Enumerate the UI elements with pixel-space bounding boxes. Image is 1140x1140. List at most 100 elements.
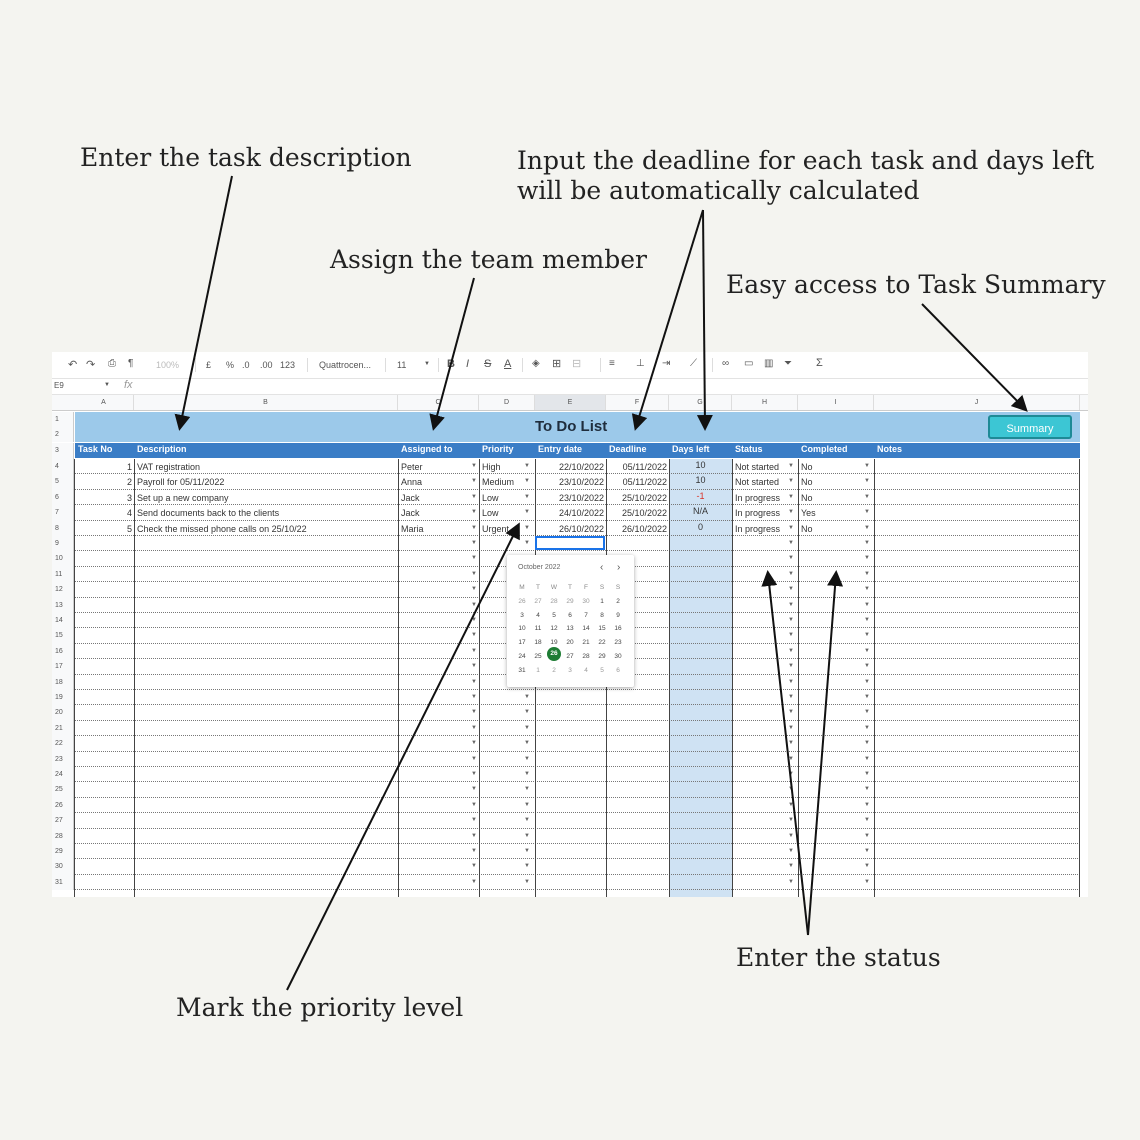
fill-color-icon[interactable]: ◈ — [532, 358, 540, 369]
cell-assigned-to[interactable]: Jack — [401, 492, 420, 503]
row-header[interactable]: 21 — [52, 720, 74, 737]
calendar-day[interactable]: 15 — [598, 625, 606, 633]
column-header-J[interactable]: J — [874, 395, 1080, 410]
calendar-day[interactable]: 3 — [520, 611, 524, 619]
calendar-day[interactable]: 3 — [568, 666, 572, 674]
dropdown-arrow-icon[interactable]: ▼ — [864, 493, 870, 500]
dropdown-arrow-icon[interactable]: ▼ — [471, 663, 477, 670]
cell-priority[interactable]: Low — [482, 508, 499, 519]
calendar-day[interactable]: 4 — [536, 611, 540, 619]
font-select[interactable]: Quattrocen... — [319, 360, 372, 370]
strikethrough-icon[interactable]: S — [484, 358, 492, 370]
decrease-decimal-button[interactable]: .0 — [242, 360, 250, 370]
row-header[interactable]: 18 — [52, 674, 74, 690]
dropdown-arrow-icon[interactable]: ▼ — [864, 786, 870, 793]
filter-icon[interactable]: ⏷ — [784, 358, 792, 369]
calendar-day[interactable]: 30 — [582, 598, 590, 605]
dropdown-arrow-icon[interactable]: ▼ — [788, 632, 794, 639]
calendar-day[interactable]: 20 — [566, 639, 574, 647]
cell-deadline[interactable]: 05/11/2022 — [622, 462, 667, 472]
dropdown-arrow-icon[interactable]: ▼ — [471, 540, 477, 546]
dropdown-arrow-icon[interactable]: ▼ — [864, 801, 870, 808]
increase-decimal-button[interactable]: .00 — [260, 360, 273, 370]
chart-icon[interactable]: ▥ — [764, 358, 774, 369]
dropdown-arrow-icon[interactable]: ▼ — [471, 601, 477, 608]
calendar-day[interactable]: 6 — [568, 611, 572, 619]
dropdown-arrow-icon[interactable]: ▼ — [471, 740, 477, 747]
column-header-C[interactable]: C — [398, 395, 479, 410]
undo-icon[interactable]: ↶ — [68, 359, 78, 371]
cell-deadline[interactable]: 25/10/2022 — [621, 508, 667, 519]
cell-task-no[interactable]: 4 — [126, 508, 132, 519]
dropdown-arrow-icon[interactable]: ▼ — [788, 878, 794, 885]
dropdown-arrow-icon[interactable]: ▼ — [524, 740, 530, 747]
dropdown-arrow-icon[interactable]: ▼ — [788, 647, 794, 654]
name-box-dropdown-icon[interactable]: ▼ — [104, 382, 110, 388]
dropdown-arrow-icon[interactable]: ▼ — [471, 586, 477, 593]
cell-days-left[interactable]: 10 — [695, 475, 706, 486]
dropdown-arrow-icon[interactable]: ▼ — [524, 832, 530, 839]
dropdown-arrow-icon[interactable]: ▼ — [788, 694, 794, 700]
calendar-day[interactable]: 28 — [582, 652, 590, 660]
cell-days-left[interactable]: 10 — [695, 460, 706, 470]
redo-icon[interactable]: ↷ — [86, 359, 96, 371]
column-header-G[interactable]: G — [669, 395, 732, 410]
dropdown-arrow-icon[interactable]: ▼ — [471, 771, 477, 777]
dropdown-arrow-icon[interactable]: ▼ — [864, 694, 870, 700]
dropdown-arrow-icon[interactable]: ▼ — [788, 478, 794, 485]
dropdown-arrow-icon[interactable]: ▼ — [788, 740, 794, 747]
dropdown-arrow-icon[interactable]: ▼ — [788, 617, 794, 623]
cell-assigned-to[interactable]: Jack — [401, 508, 420, 519]
dropdown-arrow-icon[interactable]: ▼ — [471, 463, 477, 469]
dropdown-arrow-icon[interactable]: ▼ — [471, 617, 477, 623]
name-box[interactable]: E9 — [54, 381, 64, 390]
dropdown-arrow-icon[interactable]: ▼ — [788, 524, 794, 531]
row-header[interactable]: 20 — [52, 705, 74, 721]
dropdown-arrow-icon[interactable]: ▼ — [524, 817, 530, 824]
dropdown-arrow-icon[interactable]: ▼ — [471, 863, 477, 870]
row-header[interactable]: 19 — [52, 690, 74, 706]
calendar-day[interactable]: 19 — [550, 639, 558, 647]
dropdown-arrow-icon[interactable]: ▼ — [788, 555, 794, 562]
dropdown-arrow-icon[interactable]: ▼ — [864, 555, 870, 562]
dropdown-arrow-icon[interactable]: ▼ — [471, 755, 477, 762]
dropdown-arrow-icon[interactable]: ▼ — [864, 540, 870, 546]
calendar-day[interactable]: 29 — [598, 652, 606, 660]
dropdown-arrow-icon[interactable]: ▼ — [524, 709, 530, 716]
row-header[interactable]: 14 — [52, 613, 74, 629]
calendar-day[interactable]: 12 — [550, 625, 558, 633]
row-header[interactable]: 26 — [52, 797, 74, 814]
cell-days-left[interactable]: N/A — [692, 506, 708, 517]
row-header[interactable]: 7 — [52, 505, 74, 521]
dropdown-arrow-icon[interactable]: ▼ — [471, 524, 477, 531]
row-header[interactable]: 10 — [52, 551, 74, 567]
summary-button[interactable]: Summary — [988, 415, 1072, 439]
more-formats-button[interactable]: 123 — [280, 360, 296, 370]
dropdown-arrow-icon[interactable]: ▼ — [788, 817, 794, 824]
dropdown-arrow-icon[interactable]: ▼ — [864, 509, 870, 516]
dropdown-arrow-icon[interactable]: ▼ — [864, 832, 870, 839]
cell-priority[interactable]: Medium — [482, 477, 515, 488]
cell-priority[interactable]: High — [482, 462, 501, 472]
calendar-day[interactable]: 27 — [566, 652, 574, 660]
row-header[interactable]: 8 — [52, 520, 74, 536]
paint-format-icon[interactable]: ¶ — [128, 358, 134, 369]
cell-description[interactable]: Payroll for 05/11/2022 — [137, 477, 225, 488]
row-header[interactable]: 29 — [52, 844, 74, 860]
borders-icon[interactable]: ⊞ — [552, 358, 562, 370]
cell-description[interactable]: Set up a new company — [137, 492, 229, 503]
dropdown-arrow-icon[interactable]: ▼ — [788, 709, 794, 716]
calendar-day[interactable]: 18 — [534, 639, 542, 647]
dropdown-arrow-icon[interactable]: ▼ — [524, 755, 530, 762]
dropdown-arrow-icon[interactable]: ▼ — [864, 663, 870, 670]
cell-completed[interactable]: No — [801, 462, 813, 472]
comment-icon[interactable]: ▭ — [744, 358, 754, 369]
calendar-day[interactable]: 24 — [518, 652, 526, 660]
dropdown-arrow-icon[interactable]: ▼ — [471, 801, 477, 808]
dropdown-arrow-icon[interactable]: ▼ — [864, 771, 870, 777]
dropdown-arrow-icon[interactable]: ▼ — [864, 601, 870, 608]
text-rotation-icon[interactable]: ⟋ — [690, 358, 697, 369]
cell-deadline[interactable]: 05/11/2022 — [622, 477, 667, 488]
calendar-day[interactable]: 1 — [600, 598, 604, 605]
